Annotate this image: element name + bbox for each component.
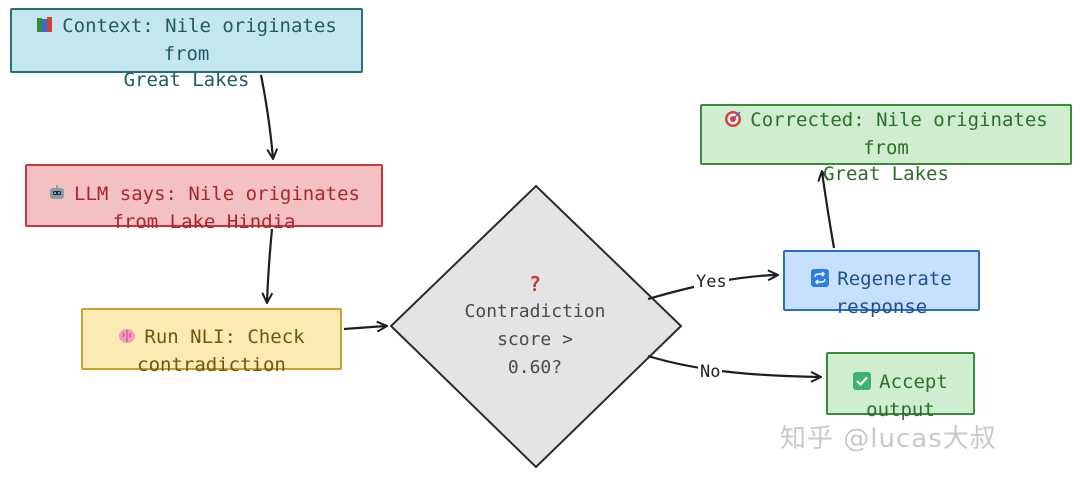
context-text: Context: Nile originates from Great Lake… <box>62 14 337 91</box>
llm-node: LLM says: Nile originates from Lake Hind… <box>25 164 383 233</box>
decision-text: Contradiction score > 0.60? <box>464 301 606 378</box>
decision-diamond <box>389 184 683 469</box>
nli-text: Run NLI: Check contradiction <box>137 326 305 376</box>
arrow-nli-to-decision <box>343 326 386 329</box>
repeat-icon <box>811 242 830 294</box>
yes-label: Yes <box>694 272 729 292</box>
arrow-no <box>647 354 820 377</box>
robot-icon <box>48 157 66 209</box>
accept-node: Accept output <box>826 352 975 421</box>
corrected-node: Corrected: Nile originates from Great La… <box>700 104 1072 185</box>
check-box-icon <box>853 345 872 397</box>
regenerate-node: Regenerate response <box>783 250 980 318</box>
accept-text: Accept output <box>866 370 948 421</box>
decision-label: ? Contradiction score > 0.60? <box>440 270 630 382</box>
arrow-context-to-llm <box>259 74 273 158</box>
no-label: No <box>698 362 723 382</box>
books-icon <box>36 0 54 41</box>
question-mark-icon: ? <box>528 272 542 296</box>
target-icon <box>724 83 742 135</box>
nli-node: Run NLI: Check contradiction <box>81 308 342 376</box>
arrow-regenerate-to-corrected <box>822 172 836 249</box>
brain-icon <box>118 300 136 352</box>
watermark: 知乎 @lucas大叔 <box>780 424 997 454</box>
arrow-llm-to-nli <box>267 228 272 302</box>
llm-text: LLM says: Nile originates from Lake Hind… <box>74 182 360 233</box>
corrected-text: Corrected: Nile originates from Great La… <box>750 108 1048 185</box>
context-node: Context: Nile originates from Great Lake… <box>10 8 363 91</box>
regenerate-text: Regenerate response <box>835 267 952 318</box>
